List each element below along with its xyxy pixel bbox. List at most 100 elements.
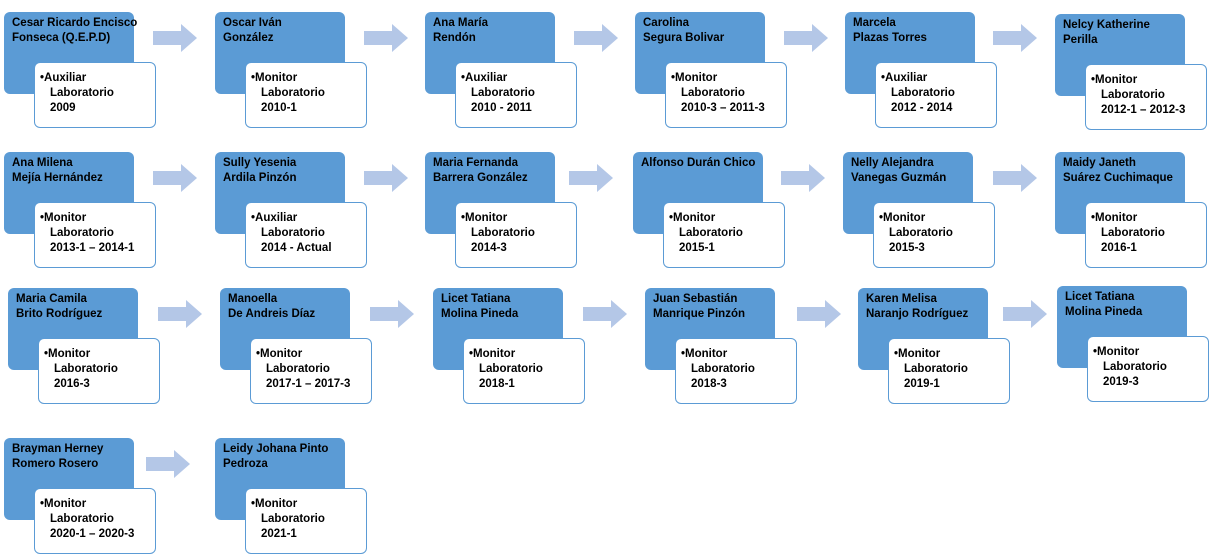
role-title: •Auxiliar <box>461 71 572 86</box>
role-label: Monitor <box>44 212 87 224</box>
person-name-line: Segura Bolivar <box>643 32 725 44</box>
role-label: Auxiliar <box>465 72 508 84</box>
role-label: Monitor <box>44 498 87 510</box>
role-department: Laboratorio <box>889 227 953 239</box>
role-title: •Monitor <box>256 347 367 362</box>
role-label: Monitor <box>255 72 298 84</box>
person-name-line: Ana María <box>433 17 488 29</box>
role-period: 2015-3 <box>889 242 925 254</box>
role-label: Monitor <box>465 212 508 224</box>
person-name-line: Oscar Iván <box>223 17 282 29</box>
role-period: 2019-3 <box>1103 376 1139 388</box>
role-title: •Monitor <box>1091 73 1202 88</box>
arrow-shape <box>146 450 190 478</box>
arrow-shape <box>993 164 1037 192</box>
role-period: 2016-1 <box>1101 242 1137 254</box>
right-arrow-icon <box>781 164 825 192</box>
role-period: 2010-3 – 2011-3 <box>681 102 765 114</box>
role-label: Auxiliar <box>44 72 87 84</box>
right-arrow-icon <box>153 24 197 52</box>
role-period: 2009 <box>50 102 76 114</box>
person-name-line: Nelcy Katherine <box>1063 19 1150 31</box>
role-label: Monitor <box>883 212 926 224</box>
bullet-icon: • <box>669 212 674 224</box>
role-label: Monitor <box>1097 346 1140 358</box>
role-department: Laboratorio <box>479 363 543 375</box>
role-label: Monitor <box>255 498 298 510</box>
person-name-line: Fonseca (Q.E.P.D) <box>12 32 111 44</box>
role-label: Monitor <box>1095 212 1138 224</box>
role-department: Laboratorio <box>54 363 118 375</box>
role-department: Laboratorio <box>691 363 755 375</box>
role-label: Monitor <box>685 348 728 360</box>
role-label: Monitor <box>473 348 516 360</box>
person-name-line: De Andreis Díaz <box>228 308 316 320</box>
bullet-icon: • <box>40 212 45 224</box>
role-period: 2021-1 <box>261 528 297 540</box>
right-arrow-icon <box>583 300 627 328</box>
role-period: 2020-1 – 2020-3 <box>50 528 135 540</box>
person-name-line: Suárez Cuchimaque <box>1063 172 1173 184</box>
role-label: Monitor <box>675 72 718 84</box>
right-arrow-icon <box>153 164 197 192</box>
role-title: •Monitor <box>40 211 151 226</box>
role-department: Laboratorio <box>471 227 535 239</box>
bullet-icon: • <box>894 348 899 360</box>
right-arrow-icon <box>364 24 408 52</box>
person-name-line: Ardila Pinzón <box>223 172 297 184</box>
role-period: 2014 - Actual <box>261 242 332 254</box>
person-name-line: Molina Pineda <box>1065 306 1143 318</box>
bullet-icon: • <box>879 212 884 224</box>
person-name-line: Manrique Pinzón <box>653 308 745 320</box>
bullet-icon: • <box>40 72 45 84</box>
role-department: Laboratorio <box>266 363 330 375</box>
role-department: Laboratorio <box>681 87 745 99</box>
role-label: Monitor <box>260 348 303 360</box>
person-name-line: Barrera González <box>433 172 528 184</box>
role-period: 2019-1 <box>904 378 940 390</box>
right-arrow-icon <box>784 24 828 52</box>
right-arrow-icon <box>1003 300 1047 328</box>
role-title: •Monitor <box>894 347 1005 362</box>
right-arrow-icon <box>146 450 190 478</box>
right-arrow-icon <box>364 164 408 192</box>
role-title: •Monitor <box>1093 345 1204 360</box>
right-arrow-icon <box>158 300 202 328</box>
person-name-line: González <box>223 32 274 44</box>
role-title: •Monitor <box>251 497 362 512</box>
person-name-line: Leidy Johana Pinto <box>223 443 329 455</box>
role-period: 2016-3 <box>54 378 90 390</box>
right-arrow-icon <box>574 24 618 52</box>
role-title: •Monitor <box>669 211 780 226</box>
person-name-line: Brito Rodríguez <box>16 308 103 320</box>
role-department: Laboratorio <box>471 87 535 99</box>
role-period: 2012-1 – 2012-3 <box>1101 104 1186 116</box>
role-period: 2013-1 – 2014-1 <box>50 242 135 254</box>
arrow-shape <box>574 24 618 52</box>
arrow-shape <box>797 300 841 328</box>
right-arrow-icon <box>797 300 841 328</box>
role-title: •Monitor <box>40 497 151 512</box>
role-label: Monitor <box>898 348 941 360</box>
person-name-line: Rendón <box>433 32 476 44</box>
person-name-line: Licet Tatiana <box>441 293 511 305</box>
role-department: Laboratorio <box>50 227 114 239</box>
person-name-line: Mejía Hernández <box>12 172 103 184</box>
role-title: •Auxiliar <box>40 71 151 86</box>
arrow-shape <box>784 24 828 52</box>
bullet-icon: • <box>671 72 676 84</box>
role-department: Laboratorio <box>1101 89 1165 101</box>
role-label: Auxiliar <box>885 72 928 84</box>
